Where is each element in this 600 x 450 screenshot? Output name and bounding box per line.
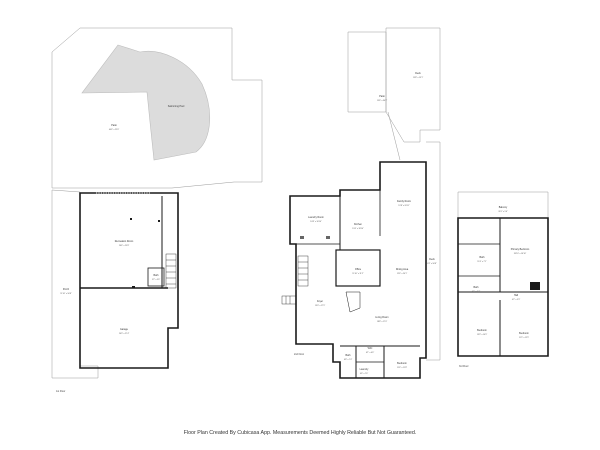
stairs-second <box>297 255 309 287</box>
fixture <box>132 286 135 288</box>
room-name: Primary Bedroom <box>511 248 530 251</box>
room-name: Bath <box>480 256 486 259</box>
room-name: Foyer <box>317 300 323 303</box>
swimming-pool <box>81 44 211 161</box>
fixture <box>326 236 330 239</box>
room-name: Bath <box>474 286 480 289</box>
room-dims: 4'6" x 7'6" <box>360 373 369 375</box>
room-name: Balcony <box>499 206 508 209</box>
room-name: Deck <box>415 72 421 75</box>
room-name: Bath <box>154 274 160 277</box>
fixture <box>530 282 540 290</box>
room-dims: 6'5" x 7'4" <box>472 291 481 293</box>
room-dims: 6'1" x 4'6" <box>366 352 375 354</box>
room-dims: 13'0" x 17'9" <box>315 305 326 307</box>
footer-disclaimer: Floor Plan Created By Cubicasa App. Meas… <box>183 430 417 436</box>
room-dims: 6'8" x 7'4" <box>344 359 353 361</box>
side-deck-outline <box>426 141 441 361</box>
fixture <box>130 218 132 220</box>
room-dims: 15'8" x 19'1" <box>413 77 424 79</box>
floor-label-first: 1st Floor <box>56 390 66 393</box>
second-floor <box>281 27 441 379</box>
deck-top-outline <box>385 27 441 143</box>
room-name: Bedroom <box>519 332 529 335</box>
outline <box>387 111 401 161</box>
room-dims: 40'4" x 22'6" <box>109 129 120 131</box>
room-dims: 18'8" x 17'0" <box>377 321 388 323</box>
room-name: Hall <box>514 294 519 297</box>
room-dims: 26'4" x 25'8" <box>119 245 130 247</box>
room-dims: 19'6" x 18'10" <box>352 228 364 230</box>
room-name: Dining Area <box>396 268 409 271</box>
room-name: Patio <box>379 95 385 98</box>
room-dims: 12'4" x 20'1" <box>397 273 408 275</box>
room-name: Swimming Pool <box>168 105 185 108</box>
room-name: Laundry <box>360 368 369 371</box>
first-floor-walls <box>79 192 179 369</box>
office-box <box>335 249 381 287</box>
stair-first <box>345 291 361 313</box>
room-name: Patio <box>111 124 117 127</box>
room-dims: 18'10" x 16'10" <box>514 253 527 255</box>
floor-label-third: 3rd Floor <box>459 365 469 368</box>
patio-outline <box>51 27 263 189</box>
fixture <box>158 220 160 222</box>
room-dims: 11'10" x 11'2" <box>352 273 363 275</box>
room-name: Bedroom <box>477 329 487 332</box>
room-name: Porch <box>63 288 70 291</box>
room-dims: 13'8" x 20'11" <box>398 205 410 207</box>
room-dims: 26'1" x 5'6" <box>498 211 508 213</box>
room-name: Garage <box>120 328 129 331</box>
room-dims: 6'2" x 50'8" <box>427 263 437 265</box>
third-floor-walls <box>457 217 549 357</box>
floor-label-second: 2nd Floor <box>294 353 304 356</box>
room-dims: 4'2" x 5'3" <box>512 299 521 301</box>
room-dims: 5'2" x 5'6" <box>152 279 161 281</box>
fixture <box>300 236 304 239</box>
room-name: Office <box>355 268 362 271</box>
room-labels: Patio 40'4" x 22'6" Swimming Pool Porch … <box>60 72 529 375</box>
third-floor <box>457 191 549 357</box>
room-name: Bedroom <box>397 362 407 365</box>
room-dims: 26'9" x 27'4" <box>119 333 130 335</box>
room-name: Deck <box>429 258 435 261</box>
second-floor-walls <box>289 161 427 379</box>
bath-first-box <box>147 267 165 287</box>
first-floor <box>51 27 263 379</box>
room-dims: 15'6" x 30'2" <box>377 100 388 102</box>
room-dims: 10'8" x 10'10" <box>310 221 322 223</box>
porch-outline <box>51 189 99 379</box>
stairs-first <box>165 253 177 289</box>
balcony-outline <box>457 191 549 219</box>
room-name: WIC <box>368 347 373 350</box>
room-dims: 11'5" x 12'5" <box>519 337 530 339</box>
room-dims: 11'4" x 11'8" <box>397 367 407 369</box>
room-dims: 11'10" x 50'8" <box>60 293 72 295</box>
room-name: Living Room <box>375 316 388 319</box>
room-dims: 11'6" x 7'1" <box>477 261 487 263</box>
room-name: Laundry Room <box>308 216 324 219</box>
room-name: Kitchen <box>354 223 363 226</box>
stairs-entry <box>281 295 297 305</box>
room-name: Recreation Room <box>115 240 134 243</box>
room-dims: 13'3" x 14'9" <box>477 334 488 336</box>
room-name: Bath <box>346 354 352 357</box>
room-name: Family Room <box>397 200 411 203</box>
